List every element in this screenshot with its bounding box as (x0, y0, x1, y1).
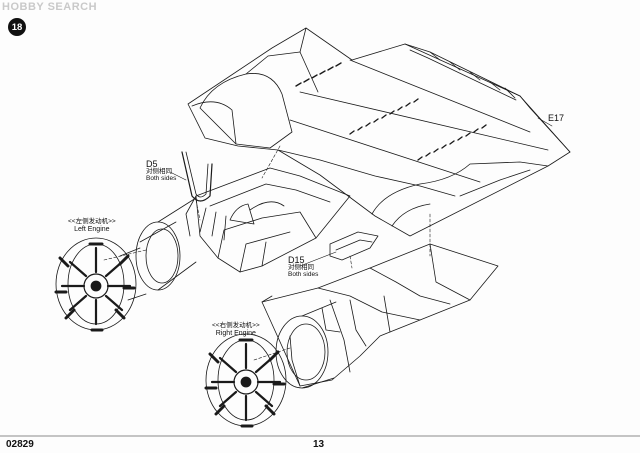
label-d5-en: Both sides (146, 175, 177, 183)
label-leaders (169, 117, 553, 267)
right-radial-engine (204, 333, 287, 428)
kit-number: 02829 (6, 439, 34, 450)
assembly-leaders (103, 145, 431, 361)
left-radial-engine (54, 237, 147, 332)
label-e17: E17 (548, 113, 565, 123)
label-d15: D15 对侧相同 Both sides (288, 255, 319, 279)
label-left-engine-cn: <<左侧发动机>> (68, 218, 116, 225)
right-engine-cowling (275, 301, 337, 389)
label-right-engine: <<右侧发动机>> Right Engine (212, 322, 260, 337)
label-d5-cn: 对侧相同 (146, 168, 172, 176)
label-d5-code: D5 (146, 159, 158, 169)
label-left-engine: <<左侧发动机>> Left Engine (68, 218, 116, 233)
label-right-engine-en: Right Engine (215, 329, 256, 337)
step-number-badge: 18 (8, 18, 26, 36)
left-nacelle (185, 167, 351, 273)
watermark-logo: HOBBY SEARCH (2, 1, 97, 13)
label-d15-en: Both sides (288, 271, 319, 279)
page-number: 13 (313, 439, 325, 450)
label-d5: D5 对侧相同 Both sides (146, 159, 177, 183)
step-number: 18 (11, 21, 23, 33)
part-d15-cover (329, 231, 379, 261)
watermark-text: HOBBY SEARCH (2, 1, 98, 13)
left-engine-cowling (135, 197, 197, 291)
part-d5-strut (181, 151, 213, 202)
wing-upper-panel (187, 27, 571, 237)
label-right-engine-cn: <<右侧发动机>> (212, 322, 260, 329)
right-nacelle (261, 243, 499, 387)
label-d15-cn: 对侧相同 (288, 264, 314, 272)
label-left-engine-en: Left Engine (74, 225, 110, 233)
label-d15-code: D15 (288, 255, 305, 265)
